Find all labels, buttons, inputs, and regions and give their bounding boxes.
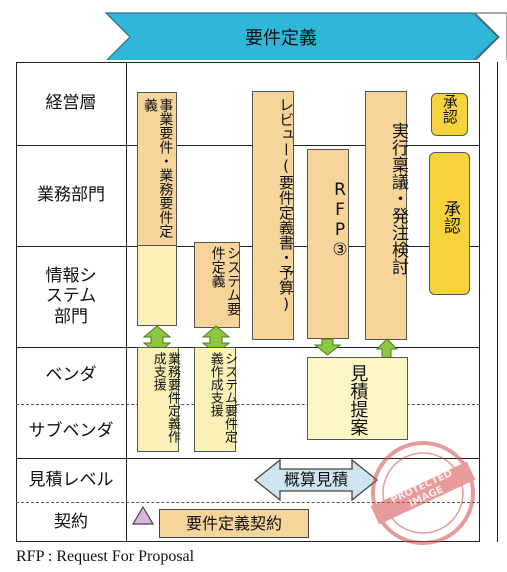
right-edge-line bbox=[497, 62, 499, 542]
contract-box: 要件定義契約 bbox=[159, 509, 309, 538]
row-label-vendor: ベンダ bbox=[45, 365, 97, 386]
rfp-box bbox=[307, 149, 349, 339]
vendor-support-business-box bbox=[137, 347, 179, 452]
quote-proposal-box bbox=[307, 357, 408, 440]
system-requirements-box bbox=[194, 242, 240, 328]
row-label-it-line3: 部門 bbox=[54, 306, 88, 327]
row-divider bbox=[16, 145, 480, 146]
approval-label-main: 承認 bbox=[439, 200, 460, 234]
row-divider-dashed bbox=[16, 502, 480, 503]
label-column-divider bbox=[126, 62, 128, 542]
row-divider bbox=[16, 246, 480, 247]
watermark-stamp bbox=[370, 441, 476, 545]
phase-header bbox=[104, 12, 507, 60]
business-requirements-it-box bbox=[137, 246, 177, 326]
review-label: レビュー(要件定義書・予算) bbox=[277, 97, 295, 313]
review-box bbox=[252, 91, 294, 340]
row-label-estimate-level: 見積レベル bbox=[28, 469, 114, 490]
row-label-subvendor: サブベンダ bbox=[28, 420, 114, 441]
next-phase-chevron bbox=[473, 12, 507, 60]
estimate-label: 概算見積 bbox=[283, 470, 348, 489]
phase-title: 要件定義 bbox=[245, 28, 317, 49]
footnote: RFP : Request For Proposal bbox=[16, 548, 195, 565]
row-divider bbox=[16, 458, 480, 459]
swimlane-table bbox=[16, 62, 480, 542]
vendor-support-system-box bbox=[194, 347, 236, 452]
row-label-it-line1: 情報シ bbox=[45, 265, 97, 286]
approval-box-main bbox=[429, 152, 470, 295]
vendor-support-system-label: システム要件定義作成支援 bbox=[207, 352, 237, 443]
row-label-it-line2: ステム bbox=[45, 286, 97, 307]
approval-label-top: 承認 bbox=[440, 94, 459, 124]
row-label-it: 情報シ ステム 部門 bbox=[16, 246, 126, 347]
row-divider bbox=[16, 347, 480, 348]
row-divider-dashed bbox=[16, 404, 480, 405]
proposal-label: 実行稟議・発注検討 bbox=[388, 122, 408, 275]
proposal-box bbox=[365, 91, 407, 340]
approval-box-top bbox=[431, 93, 468, 136]
row-label-business: 業務部門 bbox=[37, 185, 105, 206]
rfp-label: RFP③ bbox=[330, 180, 350, 260]
vendor-support-business-label: 業務要件定義作成支援 bbox=[150, 352, 180, 443]
business-requirements-box bbox=[137, 92, 177, 246]
quote-proposal-label: 見積提案 bbox=[347, 364, 369, 436]
row-label-contract: 契約 bbox=[54, 511, 88, 532]
system-requirements-label: システム要件定義 bbox=[209, 246, 241, 316]
business-requirements-label: 事業要件・業務要件定義 bbox=[142, 98, 174, 238]
row-label-management: 経営層 bbox=[45, 93, 97, 114]
phase-chevron bbox=[104, 12, 499, 60]
